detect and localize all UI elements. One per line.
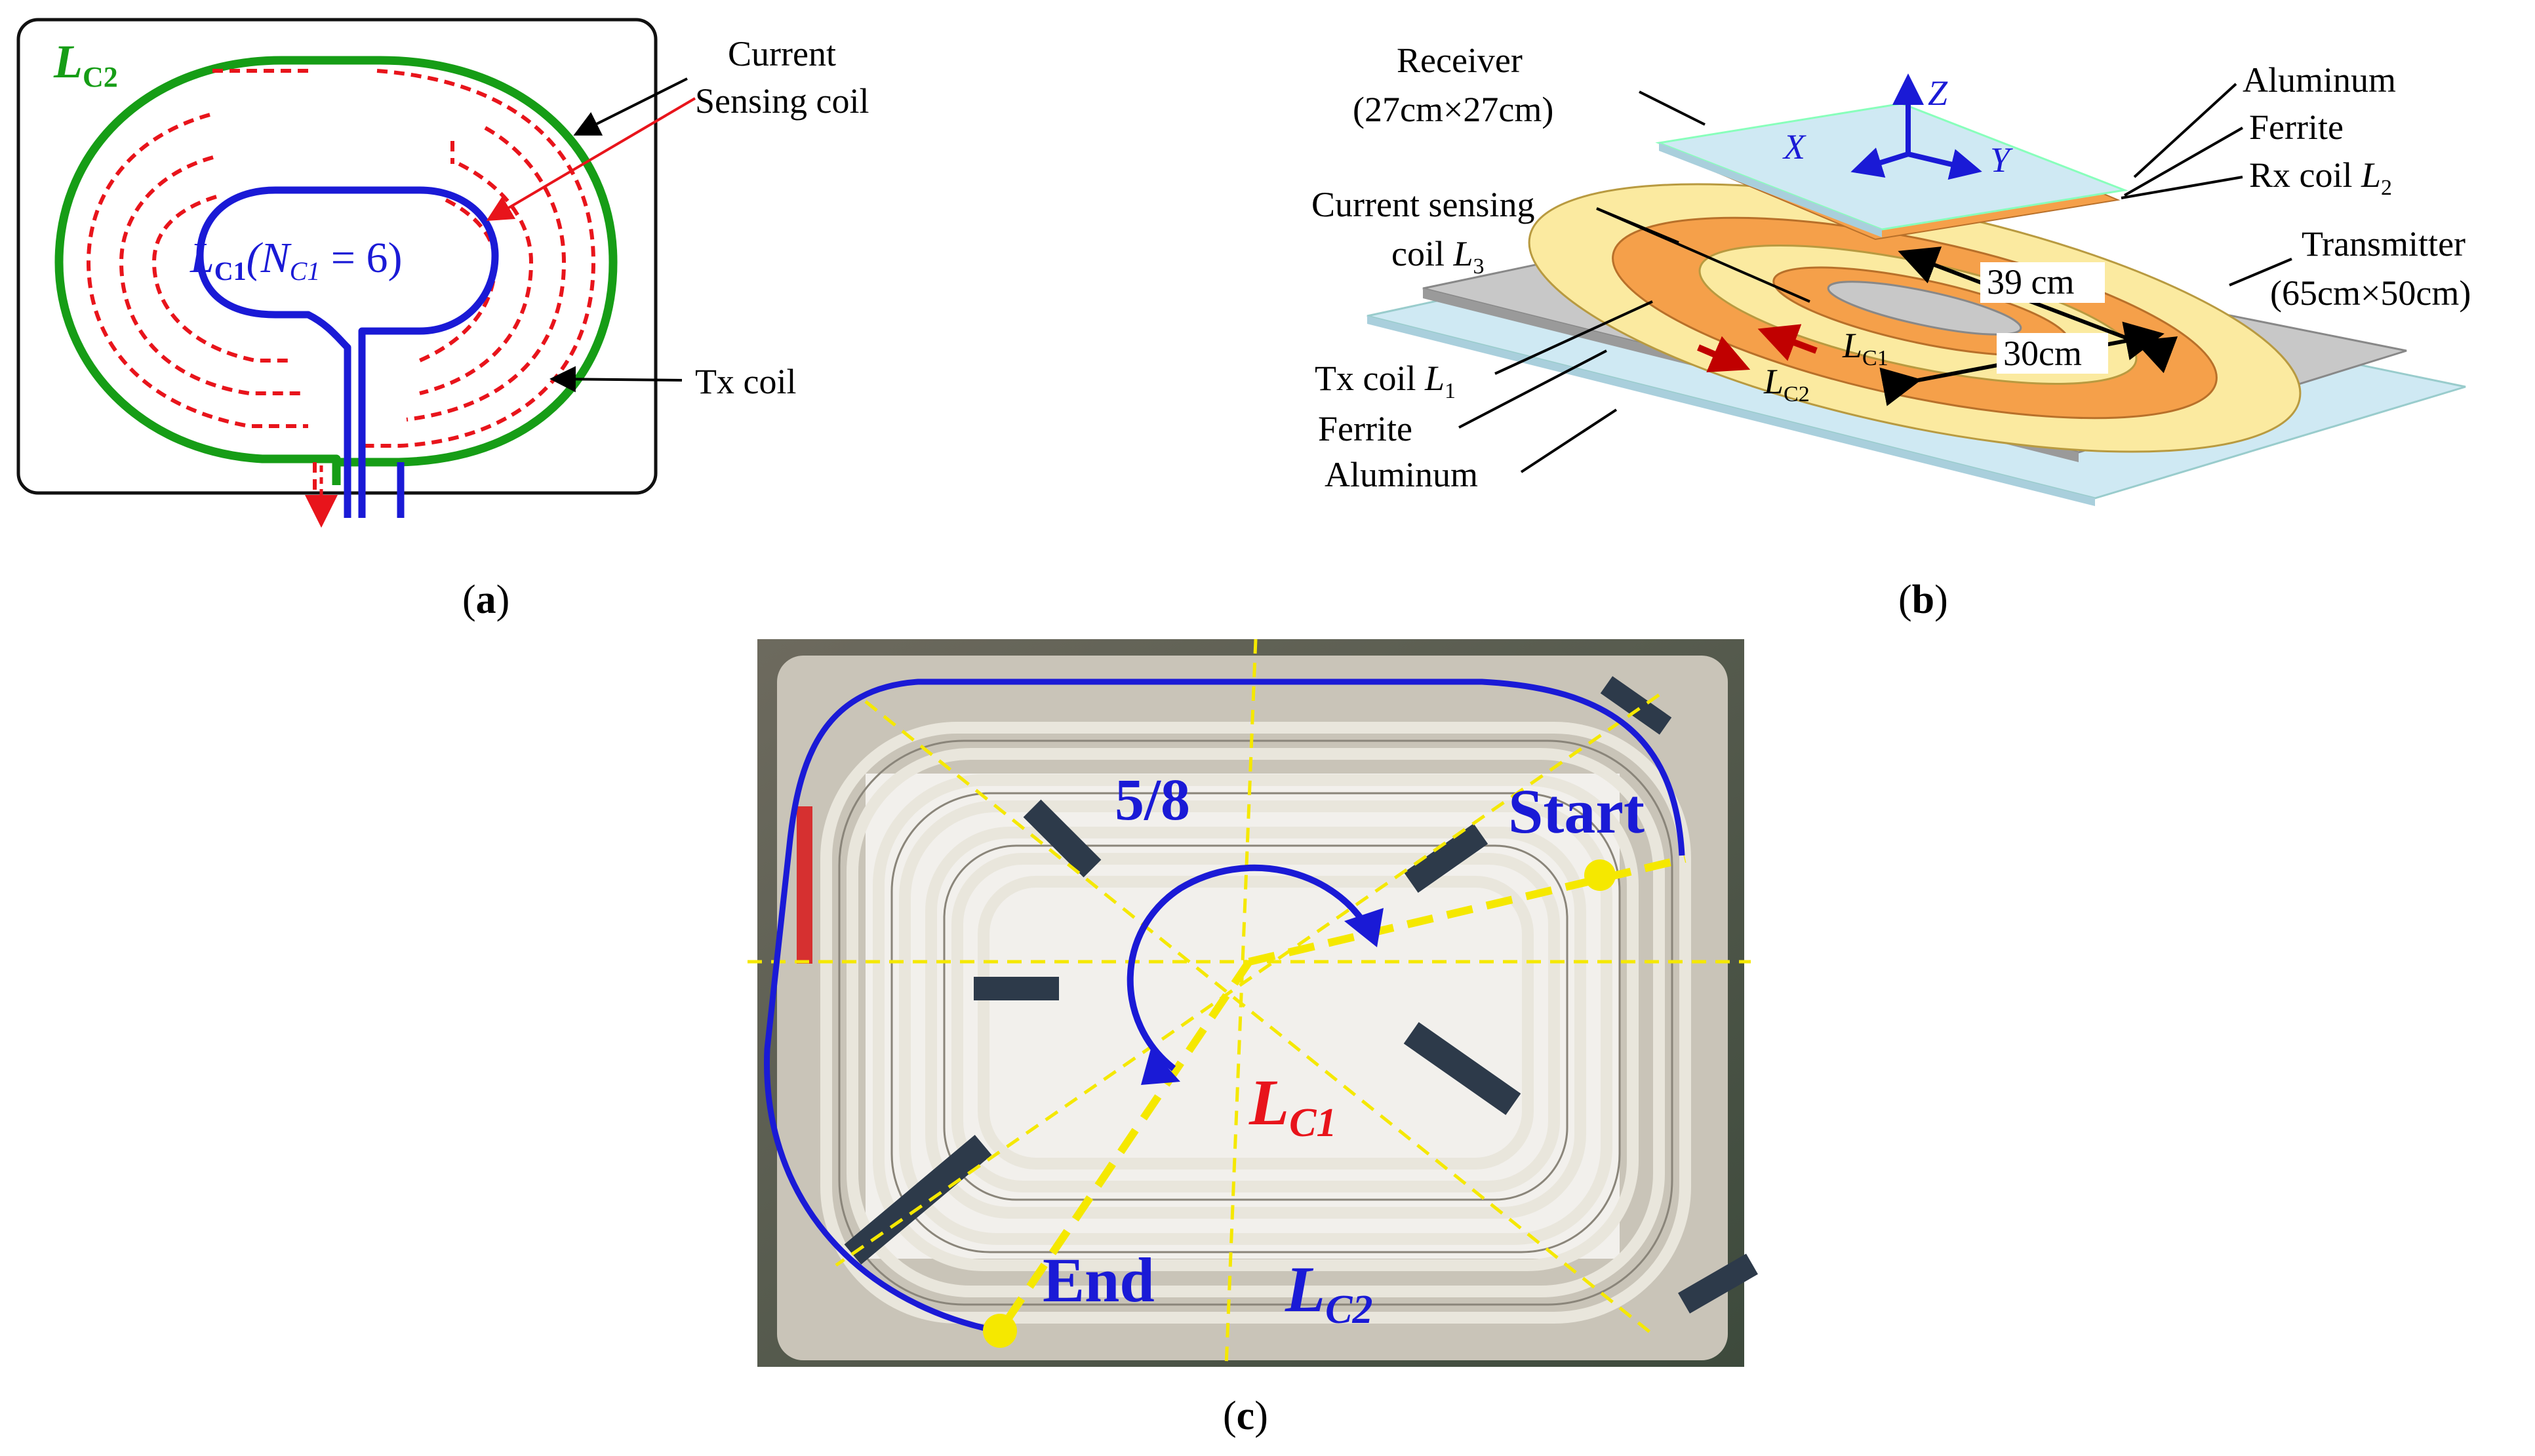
photo-coil-grooves: [838, 739, 1673, 1306]
aluminum-bottom-leader: [1520, 408, 1618, 473]
caption-c: (c): [1223, 1394, 1268, 1438]
fraction-label: 5/8: [1115, 768, 1190, 833]
tx-coil-label-b: Tx coil L1: [1315, 359, 1456, 403]
rx-coil-label: Rx coil L2: [2249, 155, 2392, 200]
axis-y-label: Y: [1990, 140, 2013, 180]
aluminum-top-label: Aluminum: [2243, 60, 2396, 100]
transmitter-label-2: (65cm×50cm): [2270, 273, 2471, 313]
aluminum-bottom-label: Aluminum: [1325, 455, 1478, 494]
start-marker: [1584, 859, 1616, 891]
dim-30-label: 30cm: [2003, 334, 2082, 373]
aluminum-top-leader: [2133, 83, 2237, 178]
photo-coil-windings: [820, 722, 1691, 1324]
dim-39-label: 39 cm: [1987, 262, 2074, 302]
ferrite-top-leader: [2124, 127, 2243, 197]
receiver-aluminum: [1655, 102, 2128, 231]
lc2-label-b: LC2: [1763, 362, 1810, 406]
panel-a-frame: [16, 18, 658, 495]
caption-b: (b): [1898, 578, 1948, 622]
tx-coil-leader-b: [1494, 300, 1653, 375]
ferrite-bottom-leader: [1458, 349, 1607, 429]
bottom-aluminum-edge: [1367, 316, 2095, 506]
axis-x-label: X: [1782, 127, 1806, 167]
axis-indicator: [1850, 73, 1982, 180]
tx-coil-label: Tx coil: [695, 362, 796, 401]
lc2-current-arrow: [1697, 336, 1751, 372]
lc2-label: LC2: [53, 35, 118, 93]
receiver-label-2: (27cm×27cm): [1353, 90, 1553, 129]
panel-b: Z X Y LC1 LC2 39 cm 30cm Receiver (27cm×…: [1311, 41, 2471, 622]
rotation-arrowhead-2: [1141, 1049, 1180, 1085]
receiver-edge: [1659, 143, 1882, 237]
panel-a: LC2 Current Sensing coil LC1(NC1 = 6) Tx…: [16, 18, 869, 622]
end-marker: [983, 1314, 1017, 1348]
current-sensing-label-b1: Current sensing: [1311, 185, 1534, 224]
pointer-to-sensing-coil: [486, 97, 696, 222]
lc2-label-c: LC2: [1285, 1253, 1372, 1332]
receiver-label-1: Receiver: [1397, 41, 1523, 80]
caption-a: (a): [462, 578, 509, 622]
axis-z-label: Z: [1928, 73, 1948, 113]
receiver-leader: [1639, 90, 1706, 126]
ferrite-bottom-label: Ferrite: [1318, 409, 1412, 448]
lc1-current-arrow: [1757, 324, 1818, 361]
lc1-coil: [196, 186, 499, 518]
pointer-to-tx-coil: [573, 77, 688, 136]
transmitter-leader: [2229, 258, 2292, 286]
current-sensing-leader-2: [1596, 207, 1810, 303]
tx-coil-loop: [54, 56, 618, 485]
dim-30-label-bg: [1997, 333, 2108, 374]
start-label: Start: [1508, 776, 1645, 846]
rotation-arrow: [1127, 864, 1370, 1071]
current-sensing-label-b2: coil L3: [1391, 234, 1485, 279]
photo-tape-strips: [797, 676, 1758, 1314]
end-label: End: [1043, 1245, 1155, 1315]
lc1-label: LC1(NC1 = 6): [190, 234, 403, 286]
lc1-label-c: LC1: [1248, 1066, 1336, 1145]
ferrite-top-label: Ferrite: [2249, 108, 2344, 147]
panel-c: 5/8 Start End LC1 LC2 (c): [748, 639, 1758, 1438]
current-sensing-label-1: Current: [728, 34, 836, 73]
transmitter-label-1: Transmitter: [2302, 224, 2465, 264]
lc2-path: [764, 679, 1685, 1334]
current-sensing-label-2: Sensing coil: [695, 81, 869, 121]
sensing-coil-turns: [86, 69, 596, 505]
dim-39-label-bg: [1980, 262, 2105, 303]
rx-coil-leader: [2121, 176, 2243, 199]
pointer-to-tx-coil-2: [549, 366, 683, 393]
rotation-arrowhead-1: [1344, 908, 1384, 947]
